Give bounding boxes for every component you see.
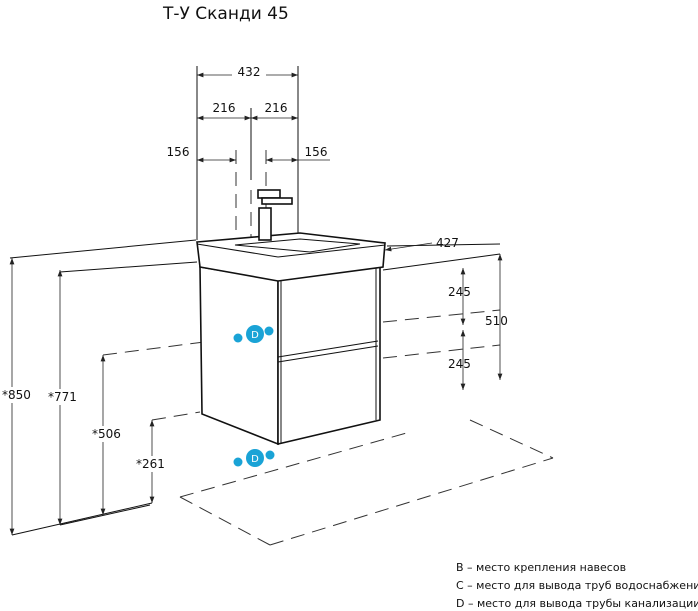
legend-item-c: C – место для вывода труб водоснабжения xyxy=(456,579,698,592)
faucet xyxy=(257,189,293,241)
legend-item-d: D – место для вывода трубы канализации xyxy=(456,597,698,610)
dim-216-left: 216 xyxy=(213,101,236,115)
dim-156-right: 156 xyxy=(305,145,328,159)
drawing-title: Т-У Сканди 45 xyxy=(162,4,289,24)
legend: B – место крепления навесов C – место дл… xyxy=(456,561,698,610)
dim-156-left: 156 xyxy=(167,145,190,159)
cabinet xyxy=(196,232,386,446)
dim-216-right: 216 xyxy=(265,101,288,115)
dim-506: *506 xyxy=(92,427,121,441)
svg-text:D: D xyxy=(251,330,259,341)
dim-432: 432 xyxy=(238,65,261,79)
dim-261: *261 xyxy=(136,457,165,471)
dim-427: 427 xyxy=(436,236,459,250)
wall-guides xyxy=(9,239,501,536)
marker-wall-d: D xyxy=(233,325,274,343)
dim-771: *771 xyxy=(48,390,77,404)
marker-floor-d: D xyxy=(233,449,275,467)
floor-outline xyxy=(179,419,554,546)
svg-text:D: D xyxy=(251,454,259,465)
legend-item-b: B – место крепления навесов xyxy=(456,561,626,574)
dim-510: 510 xyxy=(485,314,508,328)
dim-245-top: 245 xyxy=(448,285,471,299)
dim-245-bottom: 245 xyxy=(448,357,471,371)
drawer-divider xyxy=(277,340,379,358)
dim-850: *850 xyxy=(2,388,31,402)
